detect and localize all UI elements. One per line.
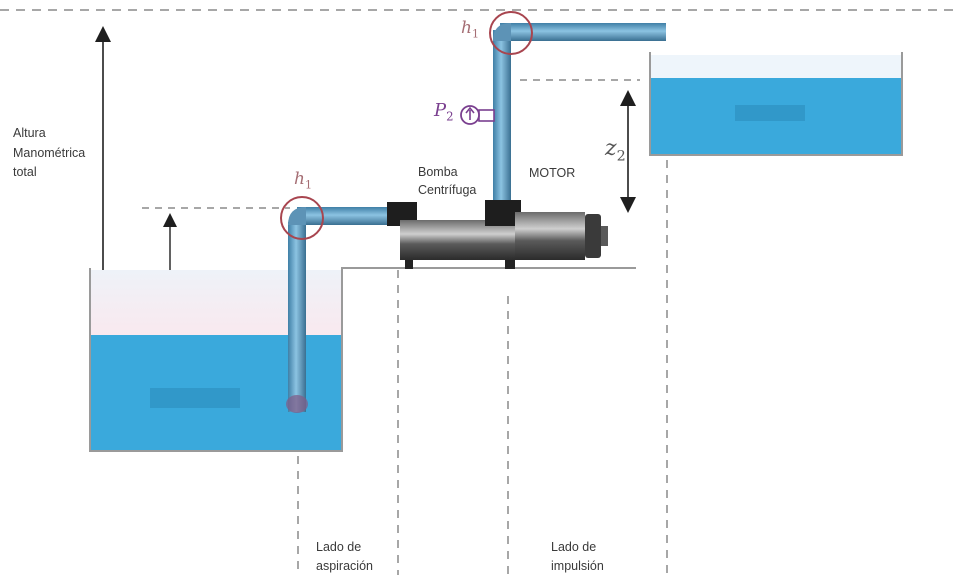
label-lado-aspiracion-line1: Lado de xyxy=(316,540,362,554)
discharge-pipe-horizontal xyxy=(500,23,666,41)
motor-end-cap xyxy=(585,214,601,258)
symbol-h: h xyxy=(461,18,472,38)
pump-motor-unit xyxy=(387,200,608,269)
symbol-z-subscript: 2 xyxy=(616,148,626,165)
label-altura-line3: total xyxy=(13,165,37,179)
label-motor: MOTOR xyxy=(529,166,576,180)
label-z2: z2 xyxy=(605,136,626,164)
label-lado-aspiracion-line2: aspiración xyxy=(316,559,373,573)
label-bomba-line1: Bomba xyxy=(418,165,458,179)
label-altura-line2: Manométrica xyxy=(13,146,86,160)
symbol-p: P xyxy=(434,100,447,121)
suction-pipe-vertical xyxy=(288,222,306,412)
label-altura-line1: Altura xyxy=(13,126,46,140)
suction-loss-circle-icon xyxy=(280,196,324,240)
label-lado-impulsion-line1: Lado de xyxy=(551,540,597,554)
motor-casing xyxy=(515,212,585,260)
suction-pipe-horizontal xyxy=(297,207,389,225)
discharge-pipe-vertical xyxy=(493,30,511,210)
ground-line xyxy=(341,267,636,451)
label-p2: P2 xyxy=(434,100,454,124)
label-bomba-line2: Centrífuga xyxy=(418,183,477,197)
label-h1-discharge: h1 xyxy=(461,18,479,40)
label-h1-suction: h1 xyxy=(294,169,312,191)
symbol-p-subscript: 2 xyxy=(446,109,454,124)
symbol-z: z xyxy=(605,136,617,161)
symbol-h-subscript: 1 xyxy=(471,27,479,41)
symbol-h: h xyxy=(294,169,305,189)
pressure-gauge-stub xyxy=(478,109,495,122)
label-lado-impulsion-line2: impulsión xyxy=(551,559,604,573)
discharge-loss-circle-icon xyxy=(489,11,533,55)
discharge-tank xyxy=(649,52,903,156)
symbol-h-subscript: 1 xyxy=(304,178,312,192)
